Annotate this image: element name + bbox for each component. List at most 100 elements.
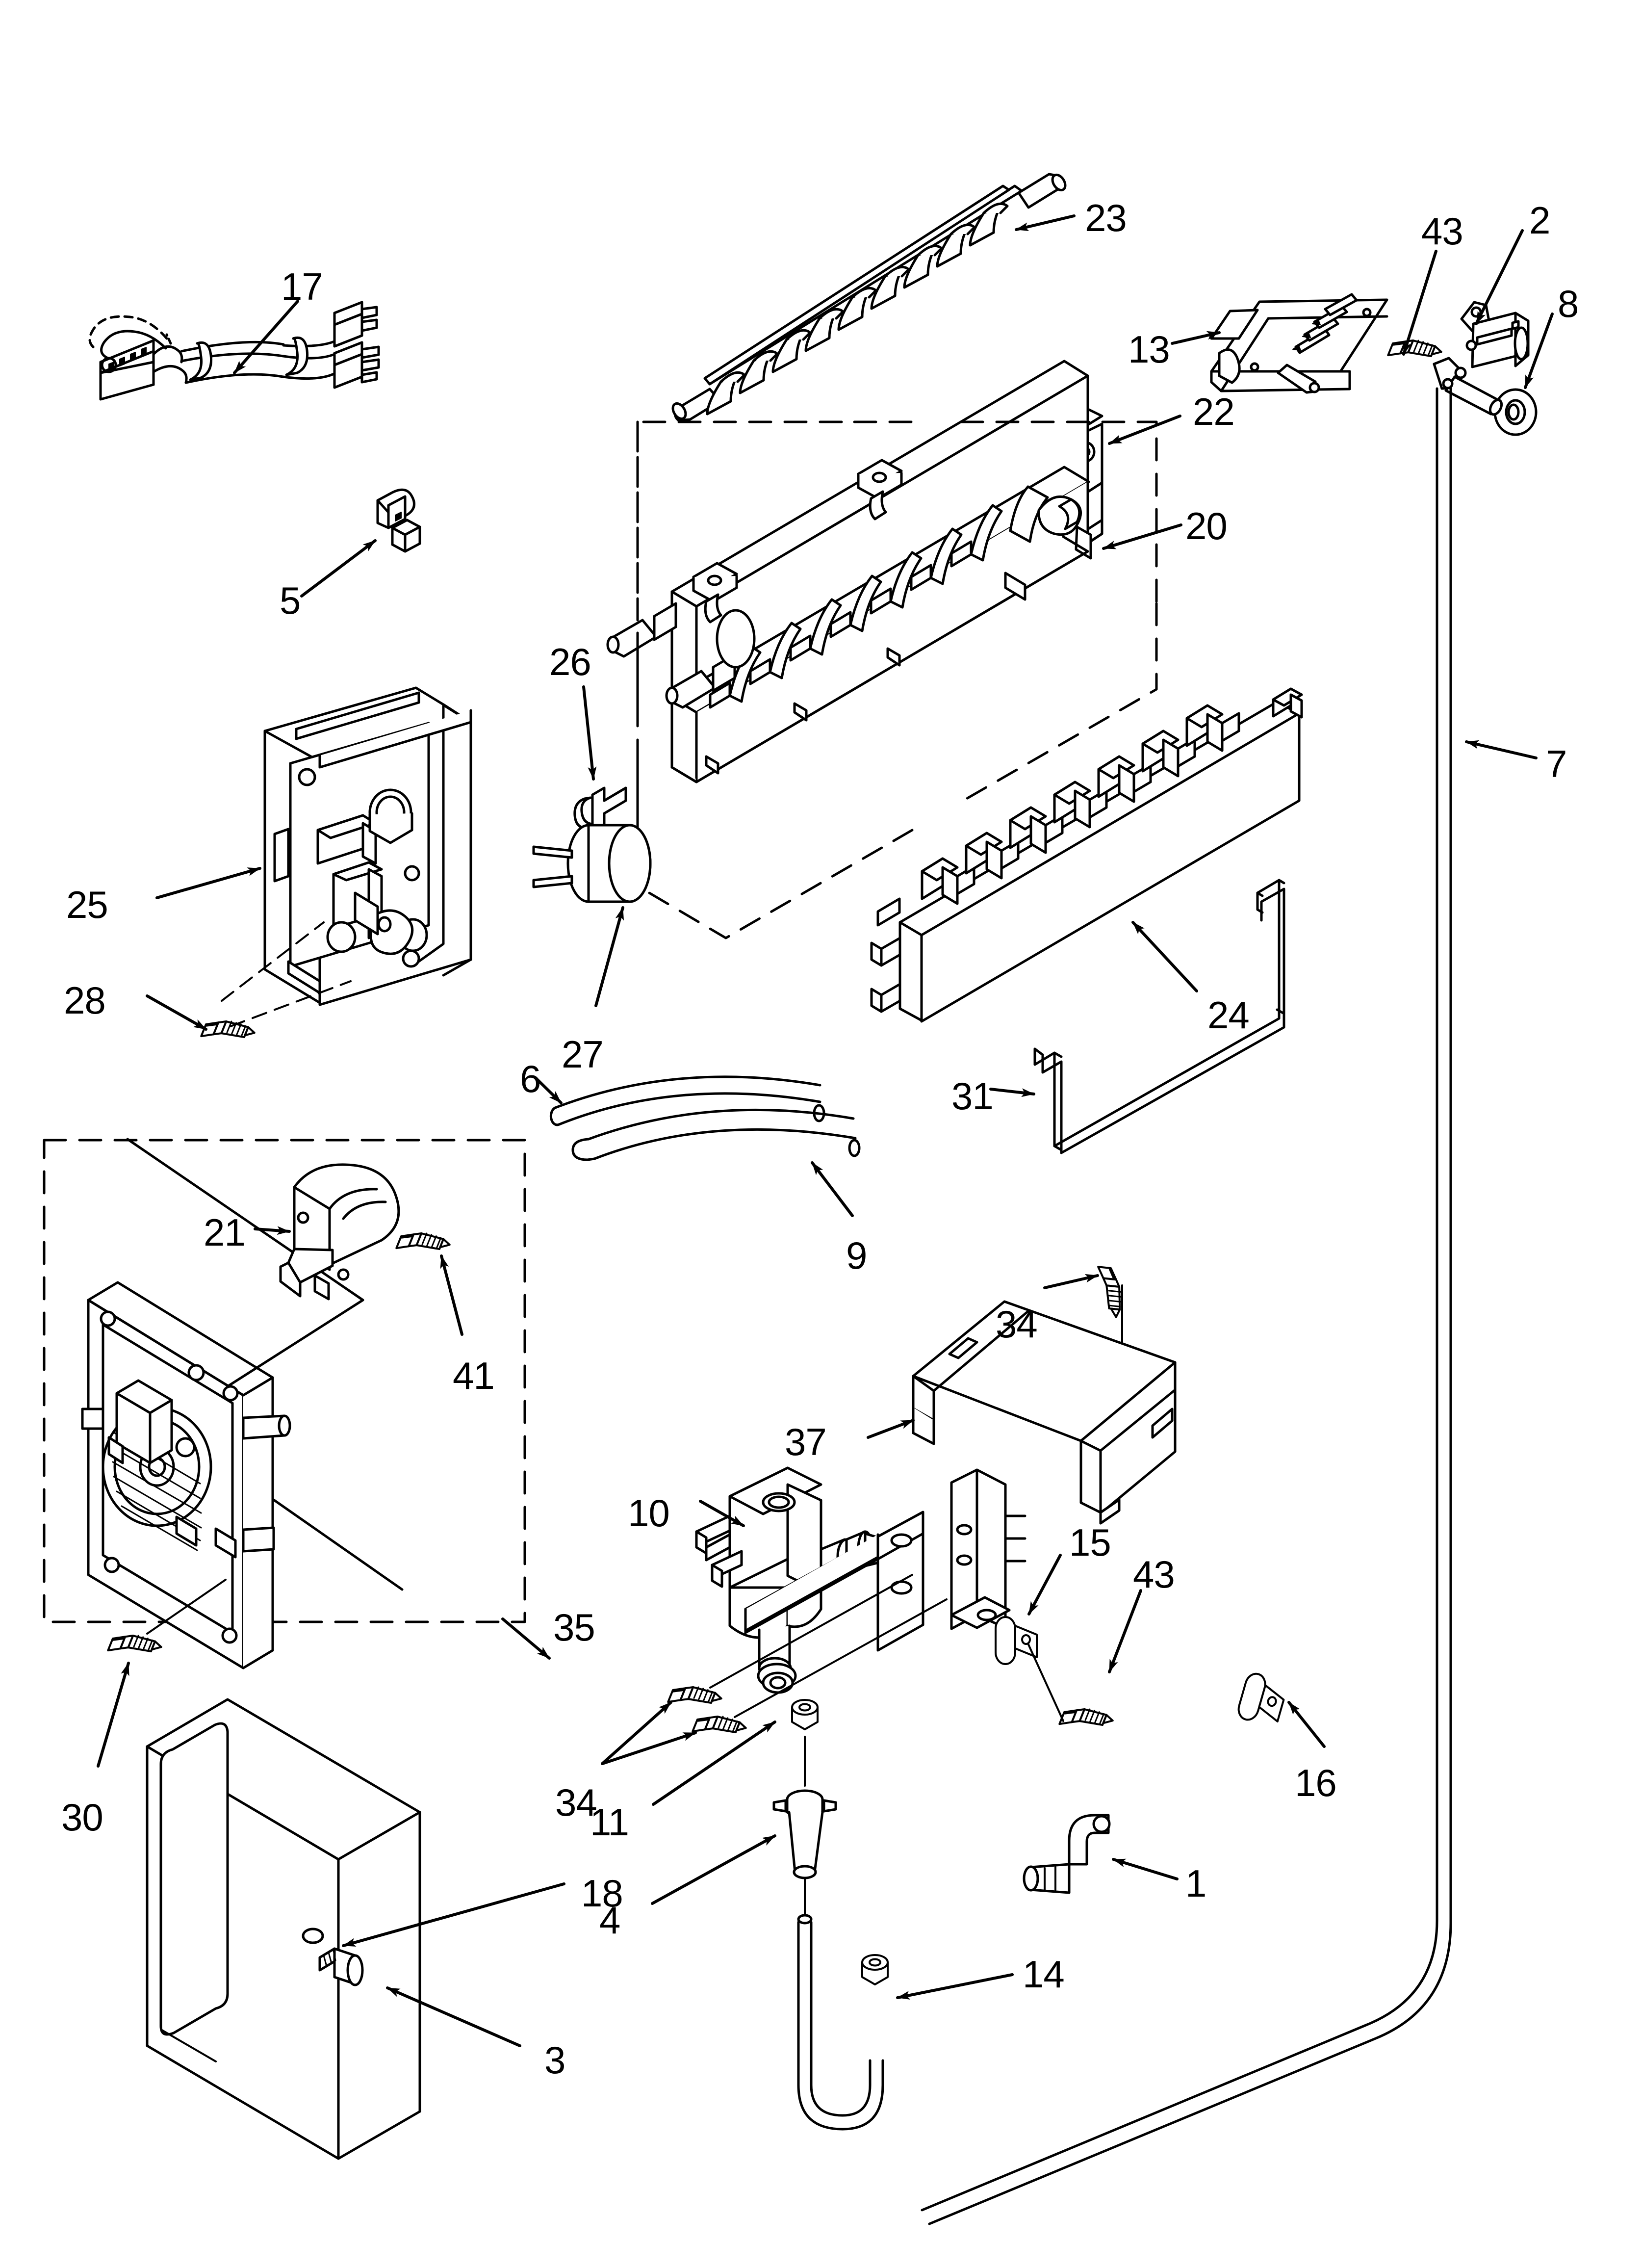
part-water-inlet-valve [695,1466,1026,1694]
part-washer [1493,388,1538,436]
motor-mount-plate [81,1281,291,1669]
callout-35: 35 [553,1606,595,1649]
leader-43b [1108,1589,1142,1673]
leader-1 [1112,1858,1179,1880]
callout-26: 26 [549,640,591,683]
part-clamp-16 [1236,1671,1288,1728]
callout-34-bottom: 34 [555,1781,597,1824]
leader-27 [594,906,624,1007]
part-clamp-15 [996,1617,1037,1664]
part-compression-fitting [772,1736,837,1925]
callout-27: 27 [562,1033,604,1076]
callout-17: 17 [281,265,323,308]
callout-10: 10 [628,1491,670,1535]
leader-34a [1043,1274,1099,1289]
part-cover-shield [1210,293,1388,394]
part-elbow-fitting [1023,1814,1111,1894]
leader-21 [254,1226,291,1235]
callout-34-top: 34 [996,1303,1038,1346]
leader-26 [582,685,597,781]
part-nut-14 [862,1955,888,1984]
part-screw-28 [201,1012,256,1054]
leader-13 [1171,331,1221,345]
part-ice-stripper [870,687,1303,1023]
callout-43-top: 43 [1421,209,1463,253]
leader-8 [1524,313,1554,389]
callout-41: 41 [453,1354,495,1397]
callout-4: 4 [599,1899,620,1942]
part-wiring-harness [88,301,380,401]
callout-21: 21 [204,1211,246,1254]
leader-34b2 [601,1731,697,1765]
callout-18: 18 [581,1872,623,1915]
leader-30 [97,1662,130,1768]
callout-20: 20 [1185,504,1228,547]
callout-16: 16 [1295,1761,1337,1804]
callout-13: 13 [1128,328,1170,371]
water-line-bin [797,1921,884,2131]
leader-28 [146,994,207,1031]
part-ice-mold [606,360,1092,783]
leader-18 [342,1882,565,1947]
leader-6 [536,1078,563,1104]
part-thermostat [532,824,652,903]
leader-41 [440,1254,463,1336]
callout-11: 11 [590,1800,629,1844]
leader-43a [1402,250,1437,356]
callout-15: 15 [1069,1521,1111,1564]
part-screw-43b [1059,1700,1114,1742]
leader-31 [989,1088,1035,1097]
part-screw-34b2 [693,1707,747,1749]
leader-23 [1015,214,1076,231]
leader-20 [1102,523,1182,550]
leader-37 [867,1419,915,1439]
part-water-tube-9 [571,1108,861,1161]
leader-4 [651,1834,776,1905]
callout-31: 31 [951,1074,994,1118]
leader-34b1 [601,1701,672,1765]
leader-5 [300,539,377,598]
leader-3 [386,1986,521,2047]
callout-28: 28 [64,979,106,1022]
leader-2 [1475,229,1524,325]
part-water-tube-long [921,387,1452,2225]
callout-5: 5 [280,579,301,622]
callout-23: 23 [1085,196,1127,239]
callout-9: 9 [846,1234,867,1277]
part-water-tube-short [549,1075,825,1126]
leader-16 [1287,1701,1326,1748]
leader-17 [233,300,299,374]
part-screw-34b1 [668,1678,722,1720]
callout-3: 3 [544,2038,565,2082]
callout-14: 14 [1023,1953,1065,1996]
part-module-housing [263,686,472,1006]
callout-37: 37 [785,1420,827,1463]
part-screw-30 [108,1626,162,1668]
callout-8: 8 [1558,282,1579,325]
leader-11 [652,1721,776,1806]
leader-14 [896,1973,1014,2000]
part-ejector-auger [671,173,1067,422]
leader-24 [1131,921,1198,992]
leader-7 [1465,740,1538,759]
part-nut-11 [792,1700,818,1729]
callout-7: 7 [1546,742,1567,785]
leader-22 [1108,415,1181,445]
leader-9 [811,1161,854,1217]
callout-24: 24 [1207,993,1250,1037]
assembly-box-35 [43,1139,526,1623]
part-ice-bin [146,1698,421,2160]
callout-6: 6 [520,1057,541,1100]
callout-1: 1 [1185,1862,1206,1905]
callout-25: 25 [66,883,108,926]
callout-30: 30 [61,1796,103,1839]
part-motor [279,1163,400,1301]
leader-15 [1027,1554,1062,1616]
water-line-top-fitting [1433,357,1503,416]
part-clip [376,488,421,553]
part-plug [318,1947,364,1986]
callout-43-bottom: 43 [1133,1553,1175,1596]
callout-22: 22 [1193,390,1235,433]
